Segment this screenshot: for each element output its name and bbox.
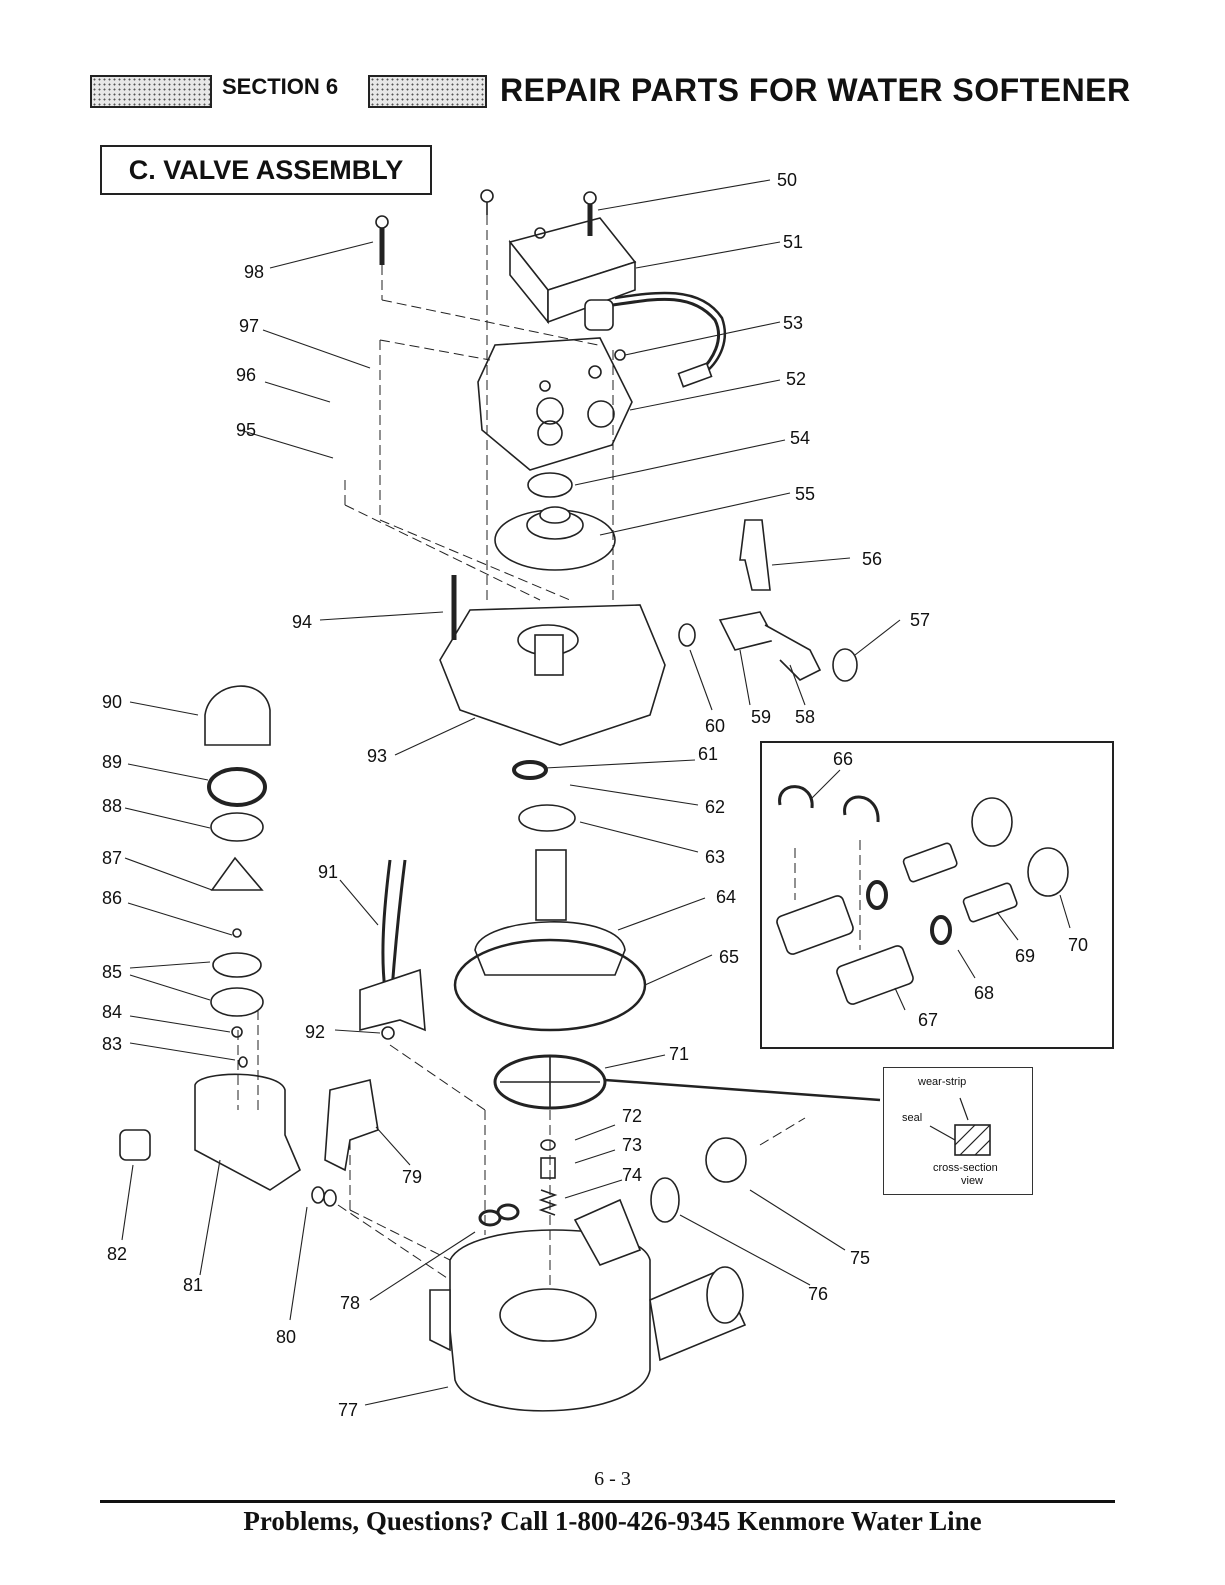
callout-89: 89 [102,752,123,772]
piston-part [535,849,567,921]
callout-69: 69 [1015,946,1036,966]
callout-87: 87 [102,848,123,868]
callout-91: 91 [318,862,339,882]
page-number: 6 - 3 [594,1468,631,1490]
callout-67: 67 [918,1010,939,1030]
seal-label: seal [902,1112,923,1124]
callout-53: 53 [783,313,804,333]
cross-section-caption-view: view [961,1175,984,1187]
callout-98: 98 [244,262,265,282]
callout-63: 63 [705,847,726,867]
callout-54: 54 [790,428,811,448]
callout-77: 77 [338,1400,359,1420]
callout-52: 52 [786,369,807,389]
footer-helpline: Problems, Questions? Call 1-800-426-9345… [243,1506,982,1536]
cross-section-caption: cross-section [933,1162,998,1174]
callout-88: 88 [102,796,123,816]
callout-75: 75 [850,1248,871,1268]
callout-81: 81 [183,1275,204,1295]
callout-97: 97 [239,316,260,336]
callout-93: 93 [367,746,388,766]
cap-part [204,685,271,746]
callout-79: 79 [402,1167,423,1187]
section-label: SECTION 6 [222,74,339,99]
callout-61: 61 [698,744,719,764]
callout-66: 66 [833,749,854,769]
cross-section-box [883,1067,1033,1195]
fitting-detail-box [760,741,1114,1049]
bypass-part [194,1073,301,1191]
callout-68: 68 [974,983,995,1003]
page-title: REPAIR PARTS FOR WATER SOFTENER [500,72,1131,108]
callout-84: 84 [102,1002,123,1022]
callout-80: 80 [276,1327,297,1347]
callout-85: 85 [102,962,123,982]
callout-57: 57 [910,610,931,630]
valve-cover-part [439,575,666,746]
callout-90: 90 [102,692,123,712]
header-pattern-right [368,75,487,108]
clip-part [739,519,771,591]
footer-divider [100,1500,1115,1503]
fitting-parts [776,785,1069,1005]
callout-59: 59 [751,707,772,727]
callout-96: 96 [236,365,257,385]
subsection-title: C. VALVE ASSEMBLY [100,145,432,195]
gear-part [494,506,616,571]
callout-94: 94 [292,612,313,632]
callout-60: 60 [705,716,726,736]
header-pattern-left [90,75,212,108]
callout-62: 62 [705,797,726,817]
callout-74: 74 [622,1165,643,1185]
callout-64: 64 [716,887,737,907]
bearing-part [527,472,573,498]
screw-part [375,189,626,361]
callout-70: 70 [1068,935,1089,955]
callout-58: 58 [795,707,816,727]
callout-71: 71 [669,1044,690,1064]
callout-65: 65 [719,947,740,967]
callout-82: 82 [107,1244,128,1264]
callout-50: 50 [777,170,798,190]
callout-92: 92 [305,1022,326,1042]
valve-body-part [429,1198,747,1412]
callout-72: 72 [622,1106,643,1126]
motor-part [508,217,727,388]
callout-95: 95 [236,420,257,440]
callout-83: 83 [102,1034,123,1054]
callout-78: 78 [340,1293,361,1313]
callout-51: 51 [783,232,804,252]
cover-plate-part [477,337,633,471]
wear-strip-label: wear-strip [918,1076,967,1088]
callout-86: 86 [102,888,123,908]
callout-76: 76 [808,1284,829,1304]
callout-55: 55 [795,484,816,504]
callout-56: 56 [862,549,883,569]
callout-73: 73 [622,1135,643,1155]
